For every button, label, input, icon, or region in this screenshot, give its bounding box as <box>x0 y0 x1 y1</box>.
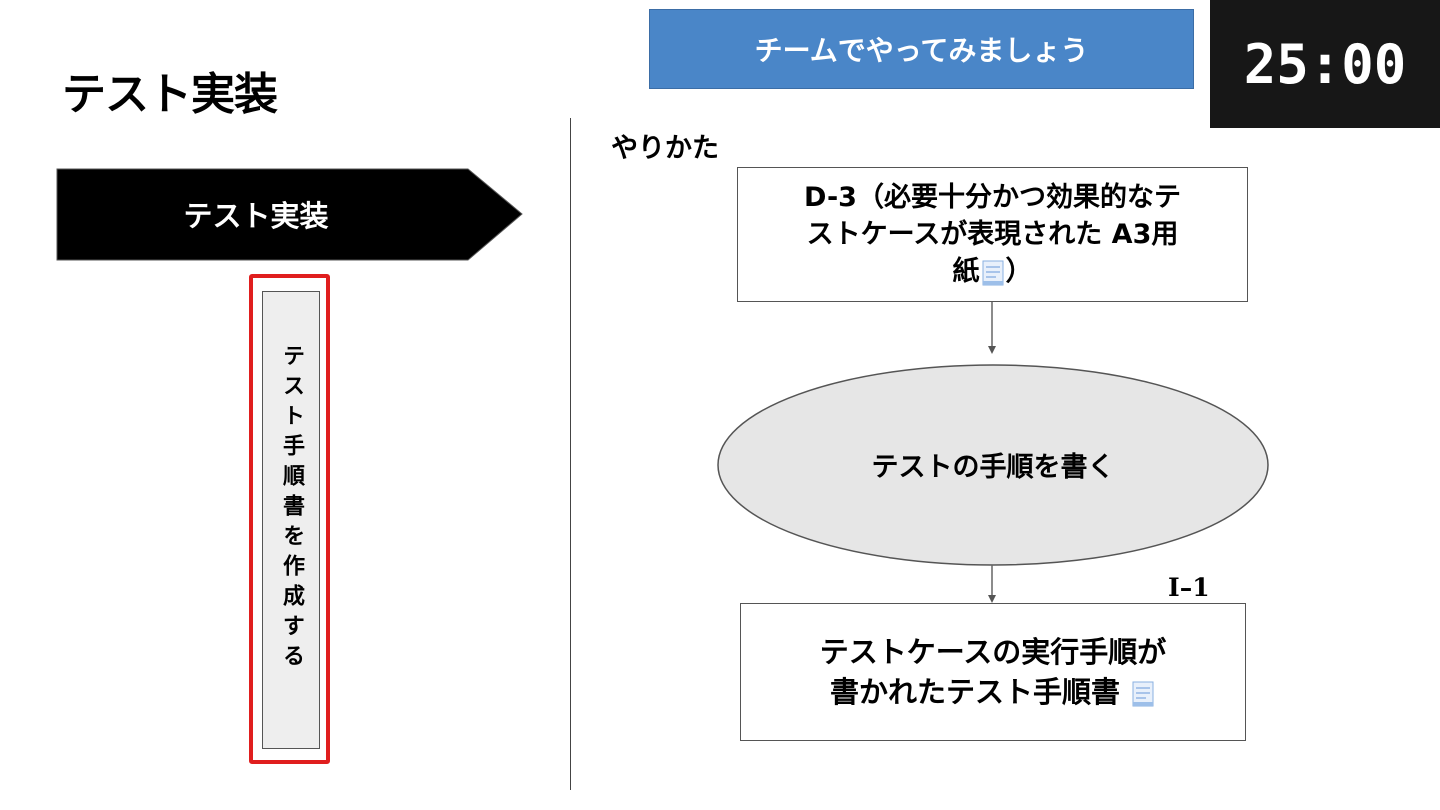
process-ellipse <box>717 364 1269 566</box>
vertical-divider <box>570 118 571 790</box>
output-id-label: I–1 <box>1168 573 1210 602</box>
phase-label: テスト実装 <box>183 199 329 233</box>
output-line-1: テストケースの実行手順が <box>819 635 1167 669</box>
page-title: テスト実装 <box>62 69 278 120</box>
task-highlight-frame <box>249 274 330 764</box>
arrowhead-1 <box>988 346 996 354</box>
countdown-timer: 25:00 <box>1210 0 1440 128</box>
howto-heading: やりかた <box>611 133 719 164</box>
phase-arrow-shape <box>56 168 523 261</box>
team-banner: チームでやってみましょう <box>649 9 1194 89</box>
arrowhead-2 <box>988 595 996 603</box>
output-artifact-box: テストケースの実行手順が 書かれたテスト手順書 <box>740 603 1246 741</box>
document-icon <box>1132 681 1154 707</box>
task-card[interactable]: テスト手順書を作成する <box>262 291 320 749</box>
input-line-1: D-3（必要十分かつ効果的なテ <box>804 182 1181 213</box>
input-artifact-box: D-3（必要十分かつ効果的なテ ストケースが表現された A3用 紙 ） <box>737 167 1248 302</box>
process-label: テストの手順を書く <box>871 451 1115 483</box>
input-line-3: 紙 <box>952 256 980 287</box>
output-line-2: 書かれたテスト手順書 <box>829 675 1120 709</box>
input-line-2: ストケースが表現された A3用 <box>806 219 1179 250</box>
input-line-3-suffix: ） <box>1005 256 1033 287</box>
document-icon <box>982 260 1003 285</box>
task-label: テスト手順書を作成する <box>279 344 304 674</box>
